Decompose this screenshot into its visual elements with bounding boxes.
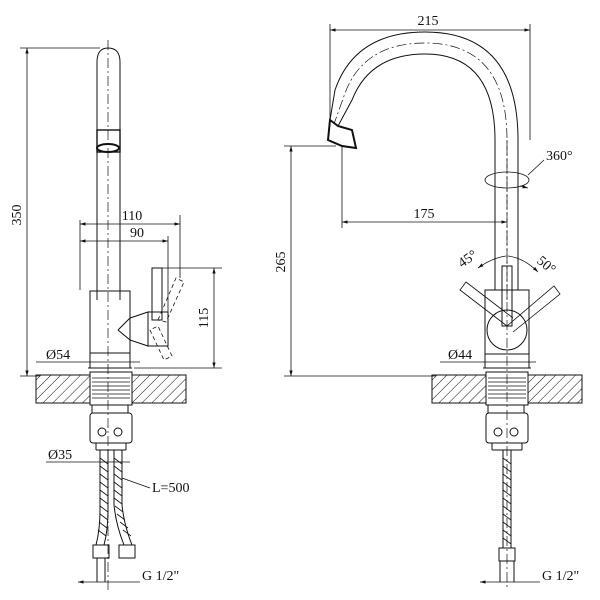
spout-tube-side xyxy=(96,47,121,300)
hoses-side xyxy=(92,450,136,582)
aerator-side xyxy=(96,129,121,153)
faucet-body-side xyxy=(89,290,131,354)
aerator-front xyxy=(326,118,358,150)
mount-nut-left xyxy=(91,404,129,414)
dim-thread-front: G 1/2" xyxy=(542,569,579,584)
dim-reach-total: 215 xyxy=(418,14,439,29)
dim-thread-side: G 1/2" xyxy=(142,569,179,584)
dim-body-width: 90 xyxy=(130,226,144,241)
front-view: 360° 215 175 265 45° 50° Ø44 xyxy=(274,14,583,590)
dim-spout-height: 265 xyxy=(274,252,289,273)
hose-front xyxy=(498,450,516,582)
dim-reach: 175 xyxy=(414,207,435,222)
mount-thread-left xyxy=(92,377,130,399)
spout-gooseneck xyxy=(337,53,496,290)
dim-height-total: 350 xyxy=(10,205,25,226)
dim-base-diameter: Ø54 xyxy=(46,348,70,363)
mount-nut-right xyxy=(487,404,525,414)
dim-angle-left: 45° xyxy=(456,248,481,272)
dim-hose-diameter: Ø35 xyxy=(48,448,72,463)
dim-base-diameter-front: Ø44 xyxy=(448,348,472,363)
dim-lever-width: 110 xyxy=(122,209,142,224)
rotation-indicator xyxy=(484,171,530,189)
cartridge-side xyxy=(129,311,149,347)
lever-side xyxy=(151,267,163,321)
dim-angle-right: 50° xyxy=(533,254,558,278)
dim-hose-length: L=500 xyxy=(152,481,189,496)
side-view: 350 110 90 115 Ø54 xyxy=(10,40,222,590)
dim-body-height: 115 xyxy=(197,308,212,328)
dim-rotation: 360° xyxy=(546,149,573,164)
